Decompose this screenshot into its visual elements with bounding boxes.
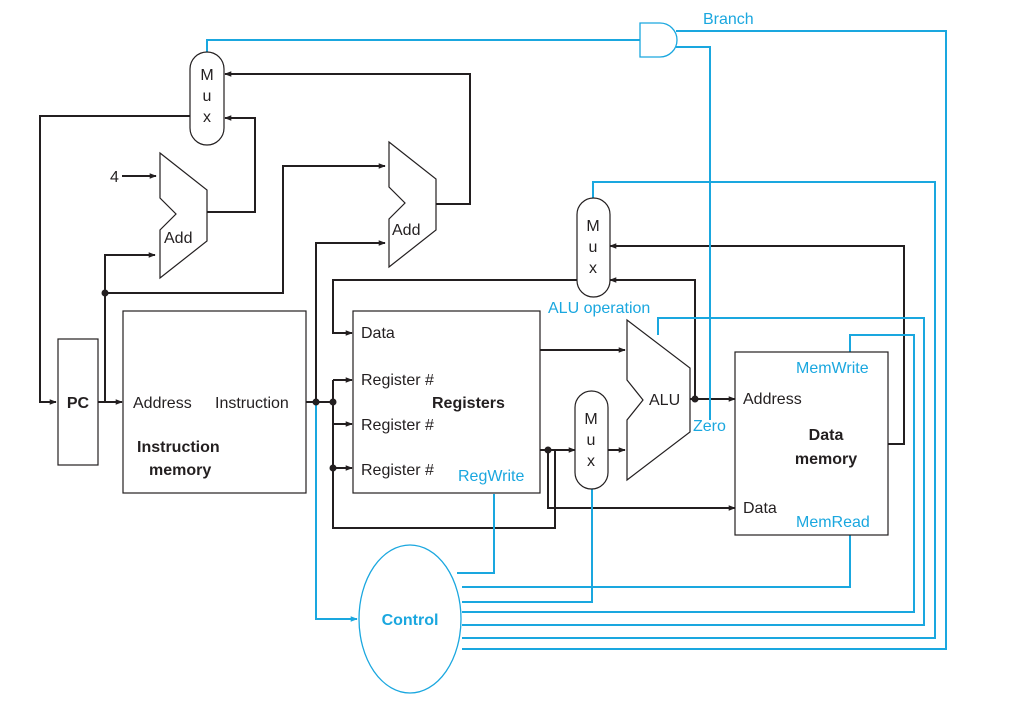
control-unit: Control bbox=[358, 544, 462, 694]
dm-data-label: Data bbox=[743, 500, 777, 517]
pc-label: PC bbox=[67, 395, 90, 412]
zero-label: Zero bbox=[693, 418, 726, 435]
pc-source-mux: M u x bbox=[189, 51, 225, 146]
junction-dots bbox=[101, 289, 699, 472]
regwrite-label: RegWrite bbox=[458, 468, 524, 485]
alu-mux-x: x bbox=[587, 453, 595, 470]
branch-adder-label: Add bbox=[392, 222, 420, 239]
instruction-memory: Address Instruction Instruction memory bbox=[122, 310, 307, 494]
pc-adder: Add bbox=[159, 151, 208, 280]
reg-register-2-label: Register # bbox=[361, 417, 434, 434]
pc-adder-label: Add bbox=[164, 230, 192, 247]
registers-title: Registers bbox=[432, 395, 505, 412]
im-title-line1: Instruction bbox=[137, 439, 220, 456]
wb-mux-x: x bbox=[589, 260, 597, 277]
dm-title-line1: Data bbox=[809, 427, 844, 444]
reg-data-label: Data bbox=[361, 325, 395, 342]
reg-register-3-label: Register # bbox=[361, 462, 434, 479]
register-file: Data Register # Register # Register # Re… bbox=[352, 310, 541, 494]
alu-operation-label: ALU operation bbox=[548, 300, 650, 317]
dm-title-line2: memory bbox=[795, 451, 857, 468]
control-label: Control bbox=[382, 612, 439, 629]
pc-mux-u: u bbox=[203, 88, 212, 105]
branch-adder: Add bbox=[388, 140, 437, 269]
alu: ALU Zero bbox=[626, 318, 726, 482]
wb-mux-u: u bbox=[589, 239, 598, 256]
dm-address-label: Address bbox=[743, 391, 802, 408]
constant-four: 4 bbox=[110, 169, 119, 186]
data-memory: MemWrite Address Data memory Data MemRea… bbox=[734, 351, 889, 536]
memread-label: MemRead bbox=[796, 514, 870, 531]
write-back-mux: M u x bbox=[576, 197, 611, 298]
pc-register: PC bbox=[57, 338, 99, 466]
datapath-wires bbox=[39, 71, 905, 529]
branch-label: Branch bbox=[703, 11, 754, 28]
branch-and-gate bbox=[639, 22, 678, 58]
memwrite-label: MemWrite bbox=[796, 360, 869, 377]
im-instruction-label: Instruction bbox=[215, 395, 289, 412]
pc-mux-x: x bbox=[203, 109, 211, 126]
alu-mux-u: u bbox=[587, 432, 596, 449]
alu-mux-m: M bbox=[584, 411, 597, 428]
wb-mux-m: M bbox=[586, 218, 599, 235]
alu-label: ALU bbox=[649, 392, 680, 409]
reg-register-1-label: Register # bbox=[361, 372, 434, 389]
control-wires bbox=[206, 30, 947, 650]
im-title-line2: memory bbox=[149, 462, 211, 479]
alu-source-mux: M u x bbox=[574, 390, 609, 490]
im-address-label: Address bbox=[133, 395, 192, 412]
pc-mux-m: M bbox=[200, 67, 213, 84]
